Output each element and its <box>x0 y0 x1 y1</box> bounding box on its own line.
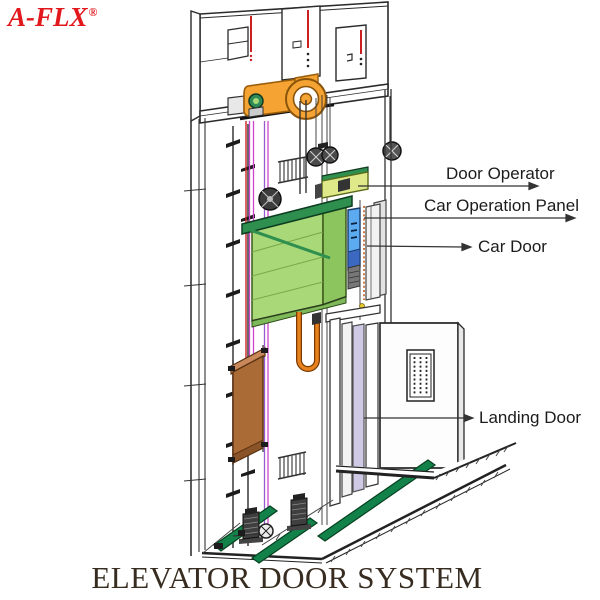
travelling-cable <box>296 312 321 372</box>
landing-floor <box>335 438 517 481</box>
hall-indicator-panel <box>406 349 435 402</box>
traction-machine <box>227 73 335 121</box>
landing-door <box>325 304 381 507</box>
registered-trademark-icon: ® <box>88 5 98 19</box>
leader-car-door <box>366 242 473 252</box>
callout-leaders <box>358 181 577 423</box>
car-sling-crosshead <box>241 195 353 260</box>
callout-label-door-operator: Door Operator <box>446 164 555 183</box>
counterweight <box>228 345 268 465</box>
car-top-governor <box>306 97 339 167</box>
leader-door-operator <box>358 181 540 191</box>
rope-hitch-comb <box>277 156 309 184</box>
under-car-comb <box>277 451 307 480</box>
leader-car-operation-panel <box>364 213 577 223</box>
brand-logo: A-FLX® <box>8 4 97 31</box>
leader-landing-door <box>364 413 475 423</box>
image-caption: ELEVATOR DOOR SYSTEM <box>91 560 483 595</box>
car-operation-panel <box>347 207 361 290</box>
car-door <box>359 199 387 309</box>
hall-wall <box>379 321 465 470</box>
callout-label-car-door: Car Door <box>478 237 547 256</box>
callout-label-car-operation-panel: Car Operation Panel <box>424 196 579 215</box>
controller-cabinets <box>227 5 367 82</box>
diverter-pulley <box>258 187 282 211</box>
governor-tension-sheave <box>214 523 274 549</box>
machine-brake <box>248 93 264 118</box>
brand-logo-text: A-FLX <box>8 2 88 32</box>
pit <box>201 451 511 564</box>
pit-buffers <box>239 493 311 544</box>
overspeed-governor <box>382 96 402 161</box>
door-operator <box>315 166 369 199</box>
guide-rails <box>232 124 249 548</box>
callout-label-landing-door: Landing Door <box>479 408 581 427</box>
